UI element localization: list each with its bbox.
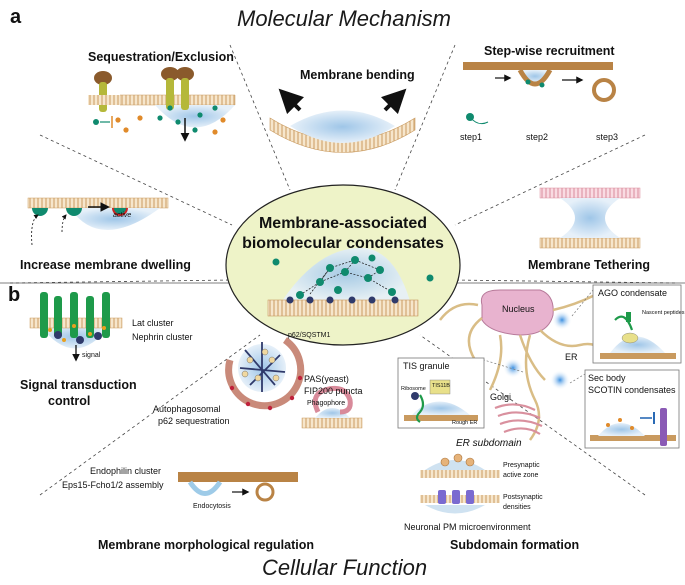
autophago-label-line1: Autophagosomal xyxy=(153,404,221,414)
step3-label: step3 xyxy=(596,132,619,142)
center-title-line2: biomolecular condensates xyxy=(242,235,444,252)
sec-inset-drawing xyxy=(590,408,676,446)
endocytosis-illustration xyxy=(178,472,298,502)
nascent-label: Nascent peptides xyxy=(642,310,685,316)
tethering-illustration xyxy=(539,187,641,249)
stepwise-title: Step-wise recruitment xyxy=(484,44,615,58)
neuronal-label: Neuronal PM microenvironment xyxy=(404,522,531,532)
sec-body-label: Sec body xyxy=(588,373,626,383)
top-title: Molecular Mechanism xyxy=(237,6,451,31)
postsyn-label-line1: Postsynaptic xyxy=(503,494,543,501)
autophago-label-line2: p62 sequestration xyxy=(158,416,230,426)
phagophore-label: Phagophore xyxy=(307,400,346,407)
er-label: ER xyxy=(565,352,578,362)
panel-a-label: a xyxy=(10,6,22,28)
bending-title: Membrane bending xyxy=(300,68,415,82)
signal-label: signal xyxy=(82,352,101,359)
synapse-illustration xyxy=(420,453,500,514)
pas-label-line1: PAS(yeast) xyxy=(304,374,349,384)
scotin-label: SCOTIN condensates xyxy=(588,385,676,395)
subdomain-title: Subdomain formation xyxy=(450,538,580,552)
morph-title: Membrane morphological regulation xyxy=(98,538,314,552)
step2-label: step2 xyxy=(526,132,549,142)
p62-label: p62/SQSTM1 xyxy=(288,332,331,339)
golgi-label: Golgi xyxy=(490,392,512,402)
step1-label: step1 xyxy=(460,132,483,142)
tis11b-label: TIS11B xyxy=(432,383,450,389)
signal-title-line1: Signal transduction xyxy=(20,378,137,392)
rough-er-label: Rough ER xyxy=(452,420,478,426)
postsyn-label-line2: densities xyxy=(503,504,531,511)
ago-inset-drawing xyxy=(600,312,676,359)
tis-label: TIS granule xyxy=(403,361,450,371)
inset-connectors xyxy=(483,289,594,384)
stepwise-illustration xyxy=(463,62,616,125)
center-condensate-illustration xyxy=(225,184,461,346)
phagophore-illustration xyxy=(301,385,363,429)
pas-label-line2: FIP200 puncta xyxy=(304,386,363,396)
presyn-label-line1: Presynaptic xyxy=(503,462,540,469)
active-label: active xyxy=(113,212,132,219)
sequestration-illustration xyxy=(88,67,236,142)
ago-label: AGO condensate xyxy=(598,288,668,298)
presyn-label-line2: active zone xyxy=(503,472,539,479)
tethering-title: Membrane Tethering xyxy=(528,258,651,272)
signal-illustration xyxy=(29,292,123,362)
dwelling-title: Increase membrane dwelling xyxy=(20,258,191,272)
bending-illustration xyxy=(269,88,416,153)
endophilin-label: Endophilin cluster xyxy=(90,466,162,476)
tis-inset-drawing xyxy=(404,379,478,423)
autophagosome-illustration xyxy=(225,337,305,411)
sequestration-title: Sequestration/Exclusion xyxy=(88,50,234,64)
er-subdomain-label: ER subdomain xyxy=(456,438,522,449)
lat-cluster-label: Lat cluster xyxy=(132,318,174,328)
center-title-line1: Membrane-associated xyxy=(258,215,428,232)
ribosome-label: Ribosome xyxy=(401,386,426,392)
dwelling-illustration xyxy=(27,197,169,246)
nucleus-label: Nucleus xyxy=(502,304,535,314)
bottom-title: Cellular Function xyxy=(262,555,428,580)
eps15-label: Eps15-Fcho1/2 assembly xyxy=(62,480,164,490)
panel-b-label: b xyxy=(8,284,21,306)
nephrin-cluster-label: Nephrin cluster xyxy=(132,332,193,342)
signal-title-line2: control xyxy=(48,394,91,408)
endocytosis-label: Endocytosis xyxy=(193,503,231,510)
